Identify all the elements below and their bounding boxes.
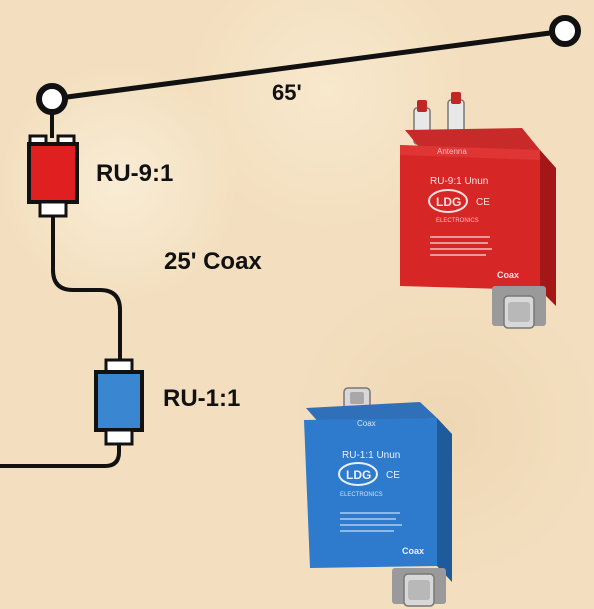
insulator-right [549, 15, 581, 47]
wire-length-label: 65' [272, 80, 302, 105]
red-fine-print [430, 236, 492, 256]
coax-label: 25' Coax [164, 248, 262, 275]
lead-out-wire [0, 444, 121, 468]
blue-sub-label: ELECTRONICS [340, 492, 383, 498]
blue-brand-logo [338, 462, 378, 486]
blue-model-label: RU-1:1 Unun [342, 450, 400, 461]
red-unun-device: Antenna RU-9:1 Unun LDG CE ELECTRONICS C… [400, 92, 556, 329]
blue-ce-mark: CE [386, 470, 400, 481]
blue-fine-print [340, 512, 402, 532]
red-coax-connector [492, 286, 546, 329]
antenna-label: Antenna [437, 147, 467, 156]
blue-port-label: Coax [402, 546, 424, 556]
coax-cable [51, 216, 122, 360]
ru9-label: RU-9:1 [96, 160, 174, 187]
antenna-wire [51, 28, 566, 102]
red-brand-logo [428, 189, 468, 213]
ru1-symbol [94, 358, 144, 446]
red-port-label: Coax [497, 270, 519, 280]
red-ce-mark: CE [476, 197, 490, 208]
ru9-symbol [27, 134, 79, 218]
blue-coax-connector [392, 568, 446, 607]
blue-unun-device: Coax RU-1:1 Unun LDG CE ELECTRONICS Coax [304, 387, 452, 607]
blue-top-port-label: Coax [357, 419, 376, 428]
red-brand-text: LDG [436, 195, 461, 209]
insulator-left [36, 83, 68, 115]
blue-brand-text: LDG [346, 468, 371, 482]
ru1-label: RU-1:1 [163, 385, 241, 412]
red-sub-label: ELECTRONICS [436, 218, 479, 224]
red-model-label: RU-9:1 Unun [430, 176, 488, 187]
